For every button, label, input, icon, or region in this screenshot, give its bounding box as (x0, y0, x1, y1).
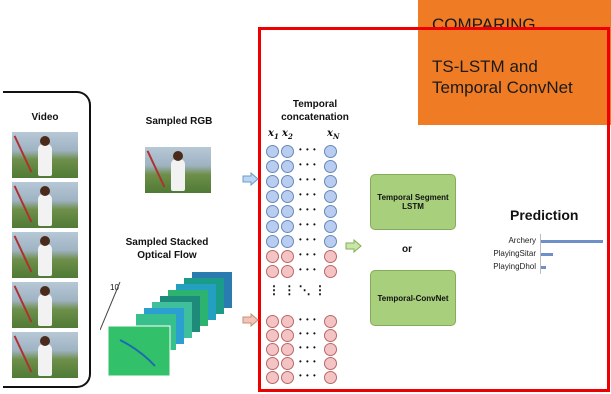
banner-line-3: Temporal ConvNet (432, 78, 573, 97)
stack-count-label: 10 (110, 283, 119, 292)
prediction-chart: Archery PlayingSitar PlayingDhol (476, 234, 606, 286)
concat-node (266, 315, 279, 328)
prediction-title: Prediction (510, 207, 579, 223)
concat-node (266, 357, 279, 370)
concat-node (324, 329, 337, 342)
x1-label: x1 (268, 128, 279, 141)
video-frame (12, 132, 78, 178)
concat-node (324, 265, 337, 278)
concat-node (281, 250, 294, 263)
or-label: or (402, 244, 412, 255)
video-panel (3, 91, 91, 388)
video-frame (12, 332, 78, 378)
concat-node (266, 190, 279, 203)
temporal-label-2: concatenation (281, 112, 349, 123)
concat-node (266, 235, 279, 248)
concat-node (281, 371, 294, 384)
concat-node (266, 343, 279, 356)
concat-node (324, 371, 337, 384)
concat-node (281, 357, 294, 370)
concat-node (324, 205, 337, 218)
concat-node (324, 175, 337, 188)
ellipsis-dots: • • • (299, 250, 317, 259)
concat-node (324, 235, 337, 248)
concat-node (324, 343, 337, 356)
flow-frame (107, 272, 232, 377)
video-label: Video (31, 112, 59, 123)
sampled-rgb-label: Sampled RGB (145, 116, 213, 127)
ellipsis-dots: • • • (299, 220, 317, 229)
concat-node (324, 145, 337, 158)
ellipsis-dots: • • • (299, 190, 317, 199)
xn-label: xN (327, 128, 340, 141)
concat-node (281, 205, 294, 218)
node-grid: • • • • • • • • • • • • • • • • • • • • • • • •… (266, 145, 346, 384)
concat-node (324, 160, 337, 173)
ellipsis-dots: • • • (299, 357, 317, 366)
prediction-label: PlayingDhol (493, 262, 536, 271)
prediction-bar (541, 253, 553, 256)
video-frame (12, 182, 78, 228)
optical-flow-stack (100, 272, 232, 377)
ellipsis-dots: • • • (299, 343, 317, 352)
concat-node (266, 250, 279, 263)
ellipsis-dots: • • • (299, 329, 317, 338)
optical-flow-label-1: Sampled Stacked (125, 237, 209, 248)
concat-node (281, 315, 294, 328)
ellipsis-dots: • • • (299, 235, 317, 244)
concat-node (266, 175, 279, 188)
ellipsis-dots: • • • (299, 160, 317, 169)
concat-node (281, 145, 294, 158)
concat-node (266, 160, 279, 173)
ellipsis-dots: • • • (299, 145, 317, 154)
optical-flow-label-2: Optical Flow (137, 250, 197, 261)
concat-node (266, 329, 279, 342)
concat-node (266, 145, 279, 158)
concat-node (266, 205, 279, 218)
concat-node (281, 190, 294, 203)
video-frame (12, 232, 78, 278)
concat-arrow (345, 239, 362, 253)
highlight-frame (258, 27, 610, 392)
concat-node (266, 265, 279, 278)
concat-node (281, 343, 294, 356)
rgb-arrow (242, 172, 259, 186)
concat-node (324, 250, 337, 263)
concat-node (266, 220, 279, 233)
ellipsis-dots: • • • (299, 175, 317, 184)
prediction-label: Archery (508, 236, 536, 245)
concat-node (281, 175, 294, 188)
video-frames (12, 132, 78, 382)
video-frame (12, 282, 78, 328)
flow-arrow (242, 313, 259, 327)
concat-node (324, 190, 337, 203)
prediction-bar (541, 266, 546, 269)
ellipsis-dots: • • • (299, 315, 317, 324)
prediction-axis (540, 234, 541, 274)
concat-node (266, 371, 279, 384)
ts-lstm-box: Temporal Segment LSTM (370, 174, 456, 230)
banner-line-2: TS-LSTM and (432, 57, 538, 76)
concat-node (281, 160, 294, 173)
prediction-bar (541, 240, 603, 243)
sampled-rgb-image (145, 147, 211, 193)
ellipsis-dots: • • • (299, 265, 317, 274)
concat-node (324, 315, 337, 328)
concat-node (281, 220, 294, 233)
x2-label: x2 (282, 128, 293, 141)
concat-node (324, 357, 337, 370)
concat-node (281, 235, 294, 248)
concat-node (281, 329, 294, 342)
concat-node (324, 220, 337, 233)
temporal-convnet-box: Temporal-ConvNet (370, 270, 456, 326)
prediction-label: PlayingSitar (493, 249, 536, 258)
ellipsis-dots: • • • (299, 371, 317, 380)
ellipsis-dots: • • • (299, 205, 317, 214)
concat-node (281, 265, 294, 278)
temporal-label-1: Temporal (292, 99, 338, 110)
vertical-dots: ⋮ ⋮ ⋱ ⋮ (268, 283, 327, 297)
